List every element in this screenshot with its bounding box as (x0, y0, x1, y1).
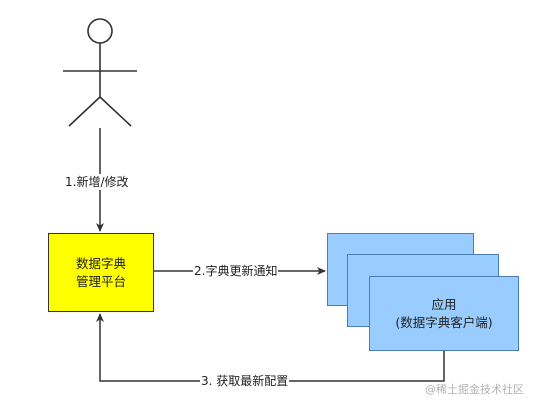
platform-line2: 管理平台 (75, 273, 126, 289)
platform-line1: 数据字典 (75, 255, 126, 271)
client-line2: (数据字典客户端) (395, 314, 493, 330)
client-line1: 应用 (431, 296, 457, 312)
client-app-card-front: 应用 (数据字典客户端) (369, 276, 519, 351)
actor-icon (63, 18, 137, 127)
edge-label-dict-notify: 2.字典更新通知 (193, 263, 279, 279)
dict-management-platform: 数据字典 管理平台 (48, 233, 154, 312)
edge-label-add-modify: 1.新增/修改 (64, 174, 130, 190)
edge-label-fetch-config: 3. 获取最新配置 (200, 373, 290, 389)
watermark: @稀土掘金技术社区 (425, 383, 524, 396)
